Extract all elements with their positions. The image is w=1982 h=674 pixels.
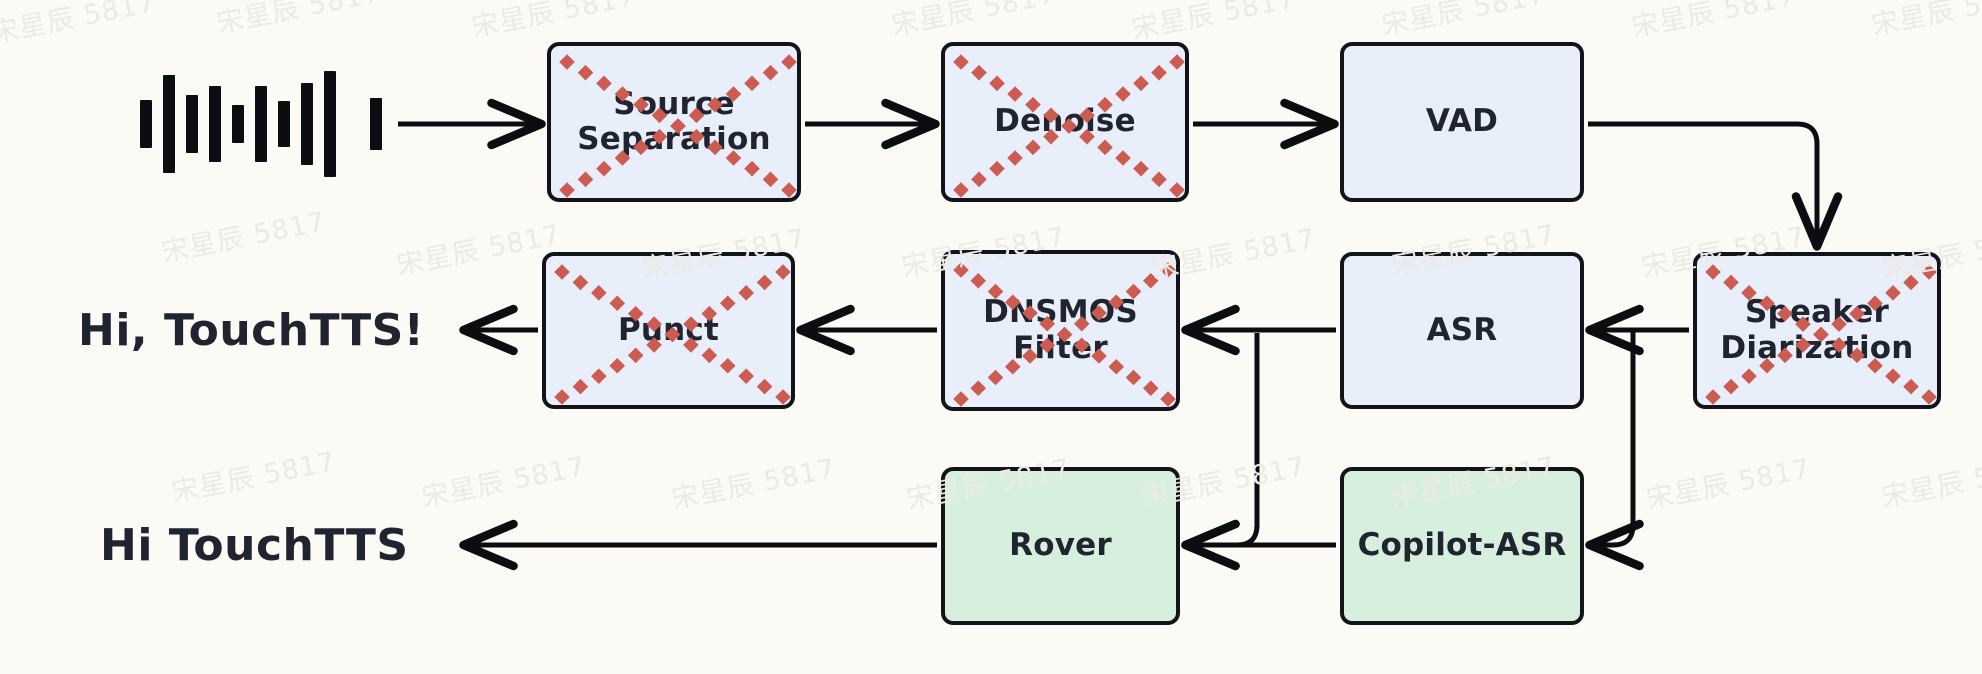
waveform-bar — [370, 98, 382, 150]
node-source-separation[interactable]: Source Separation — [547, 42, 801, 202]
waveform-bar — [232, 105, 244, 143]
edge-vad-to-speaker-diarization — [1588, 121, 1843, 251]
waveform-bar — [140, 100, 152, 148]
waveform-bar — [278, 101, 290, 147]
node-punct[interactable]: Punct — [542, 252, 795, 409]
node-label: Source Separation — [577, 85, 771, 157]
waveform-bar — [163, 75, 175, 173]
node-label: Rover — [1009, 527, 1112, 564]
rover-output-text: Hi TouchTTS — [100, 520, 409, 571]
node-speaker-diarization[interactable]: Speaker Diarization — [1693, 252, 1941, 409]
waveform-bar — [186, 95, 198, 153]
node-label: Speaker Diarization — [1720, 294, 1914, 366]
node-dnsmos-filter[interactable]: DNSMOS Filter — [941, 250, 1180, 411]
punct-output-text: Hi, TouchTTS! — [78, 305, 425, 356]
edge-asr-to-rover — [1181, 333, 1260, 571]
node-label: DNSMOS Filter — [983, 294, 1138, 366]
node-rover[interactable]: Rover — [941, 467, 1180, 625]
node-label: Punct — [617, 311, 720, 348]
audio-waveform-icon — [140, 54, 390, 194]
node-vad[interactable]: VAD — [1340, 42, 1584, 202]
node-label: ASR — [1426, 311, 1498, 348]
waveform-bar — [209, 86, 221, 162]
node-label: Denoise — [994, 103, 1136, 140]
waveform-bar — [301, 83, 313, 165]
node-asr[interactable]: ASR — [1340, 252, 1584, 409]
waveform-bar — [255, 86, 267, 162]
node-denoise[interactable]: Denoise — [941, 42, 1189, 202]
waveform-bar — [324, 71, 336, 177]
node-label: Copilot-ASR — [1357, 527, 1567, 564]
edge-speaker-diarization-to-copilot-asr — [1585, 330, 1644, 571]
node-copilot-asr[interactable]: Copilot-ASR — [1340, 467, 1584, 625]
node-label: VAD — [1425, 103, 1499, 140]
